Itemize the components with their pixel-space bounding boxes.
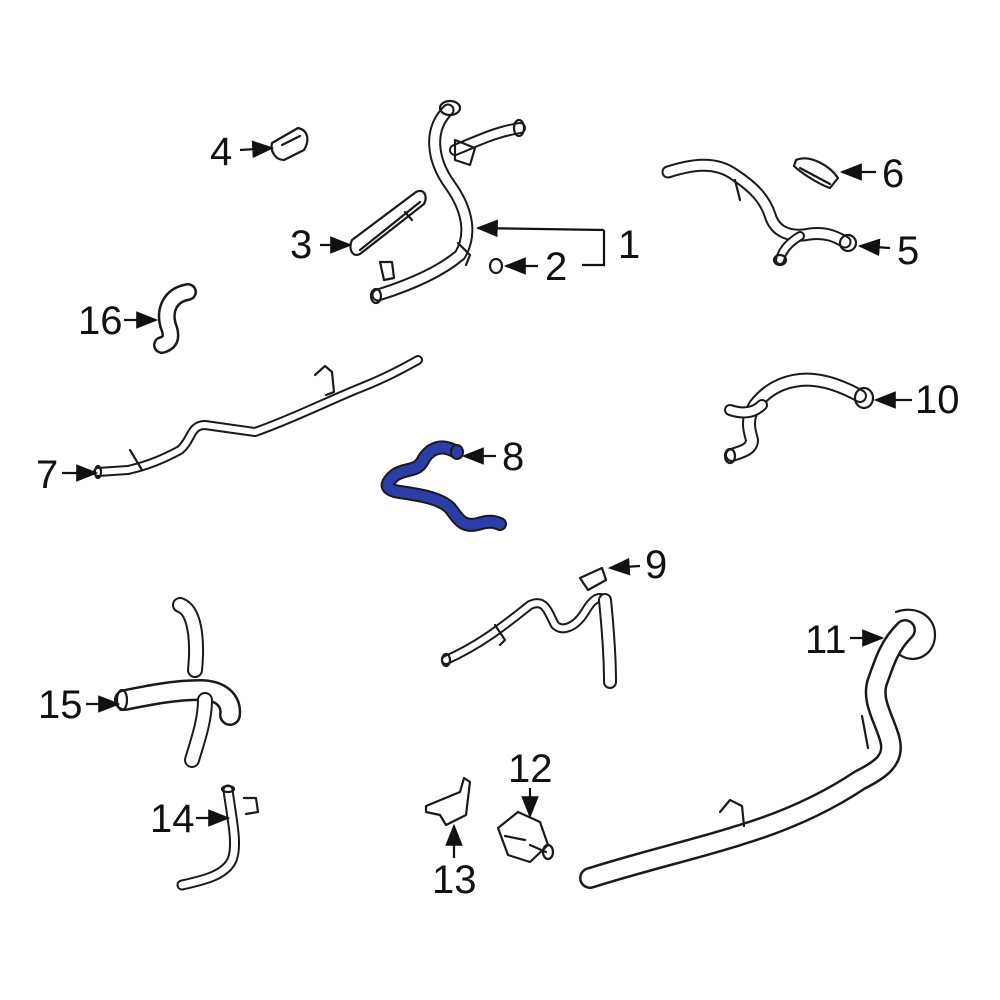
part-15-coolant-hose[interactable] xyxy=(114,597,242,768)
callout-5: 5 xyxy=(897,229,919,273)
callout-1: 1 xyxy=(618,223,640,267)
part-16-elbow-hose[interactable] xyxy=(153,283,197,354)
part-11-radiator-hose[interactable] xyxy=(579,608,937,889)
part-10-coolant-hose[interactable] xyxy=(723,372,875,465)
callout-4: 4 xyxy=(210,130,232,174)
callout-14: 14 xyxy=(150,797,195,841)
callout-12: 12 xyxy=(508,747,553,791)
part-8-coolant-hose-highlighted[interactable] xyxy=(380,440,507,532)
callout-7: 7 xyxy=(36,453,58,497)
callout-6: 6 xyxy=(882,152,904,196)
callout-8: 8 xyxy=(502,435,524,479)
part-2-o-ring[interactable] xyxy=(488,257,504,275)
callout-10: 10 xyxy=(915,378,960,422)
part-3-heat-shield[interactable] xyxy=(349,189,427,256)
part-5-coolant-hose[interactable] xyxy=(661,158,858,267)
callout-16: 16 xyxy=(78,299,123,343)
part-12-water-pump[interactable] xyxy=(496,810,555,864)
callout-9: 9 xyxy=(645,543,667,587)
callout-3: 3 xyxy=(290,223,312,267)
callout-arrows xyxy=(62,140,912,858)
callout-2: 2 xyxy=(545,245,567,289)
part-4-hose-clamp[interactable] xyxy=(270,126,309,162)
part-14-coolant-pipe[interactable] xyxy=(176,784,260,891)
callout-13: 13 xyxy=(432,858,477,902)
part-13-bracket[interactable] xyxy=(424,776,472,827)
callout-labels: 1 2 3 4 5 6 7 8 9 10 11 12 13 14 15 16 xyxy=(36,130,960,902)
callout-15: 15 xyxy=(38,683,83,727)
part-1-coolant-pipe[interactable] xyxy=(369,99,526,305)
part-6-hose-clamp[interactable] xyxy=(792,157,840,190)
part-7-coolant-pipe[interactable] xyxy=(93,355,423,480)
callout-11: 11 xyxy=(805,618,847,662)
part-9-coolant-pipe[interactable] xyxy=(440,566,617,689)
